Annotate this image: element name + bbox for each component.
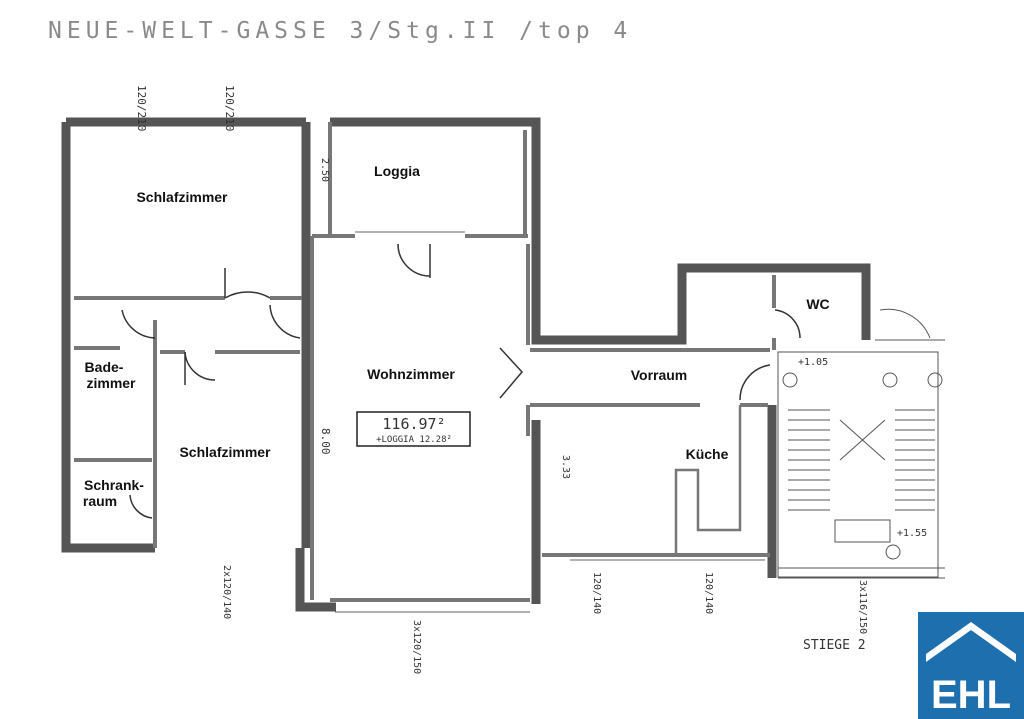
dim-wohn-height: 8.00 (319, 428, 332, 455)
room-label-bade-1: Bade- (85, 359, 124, 375)
dim-bottom-mid: 3x120/150 (411, 620, 422, 674)
room-label-schrank-1: Schrank- (84, 477, 144, 493)
room-label-kueche: Küche (686, 446, 729, 462)
dim-stair-bottom: 3x116/150 (857, 580, 868, 634)
area-stamp-loggia: +LOGGIA 12.28² (376, 435, 452, 445)
room-label-schlafzimmer-top: Schlafzimmer (136, 189, 228, 205)
room-label-wohnzimmer: Wohnzimmer (367, 366, 455, 382)
dim-stair-top: +1.05 (798, 357, 828, 368)
room-label-schrank-2: raum (83, 493, 117, 509)
inner-walls (74, 122, 776, 602)
logo-roof-icon (926, 622, 1016, 662)
windows (335, 231, 765, 613)
room-label-schlafzimmer-bottom: Schlafzimmer (179, 444, 271, 460)
ehl-logo: EHL (918, 612, 1024, 719)
dim-stair-bot2: +1.55 (897, 528, 927, 539)
dim-bottom-r2: 120/140 (703, 572, 714, 614)
room-label-wc: WC (806, 296, 829, 312)
area-stamp-area: 116.97² (382, 415, 445, 433)
room-label-vorraum: Vorraum (631, 367, 688, 383)
stiege-label: STIEGE 2 (803, 638, 866, 653)
dim-bottom-left: 2x120/140 (221, 565, 232, 619)
dim-kueche-width: 3.33 (560, 455, 571, 479)
door-swings (121, 243, 801, 519)
dim-bottom-r1: 120/140 (591, 572, 602, 614)
dim-loggia-side: 2.50 (319, 158, 330, 182)
staircase (777, 308, 945, 579)
area-stamp-box (356, 411, 471, 447)
room-label-loggia: Loggia (374, 163, 420, 179)
logo-text: EHL (931, 673, 1011, 717)
dim-top1: 120/210 (135, 85, 148, 131)
dim-top2: 120/210 (223, 85, 236, 131)
page-title: NEUE-WELT-GASSE 3/Stg.II /top 4 (48, 18, 633, 44)
kitchen-counter (674, 405, 742, 555)
outer-walls (61, 117, 871, 612)
room-label-bade-2: zimmer (86, 375, 136, 391)
